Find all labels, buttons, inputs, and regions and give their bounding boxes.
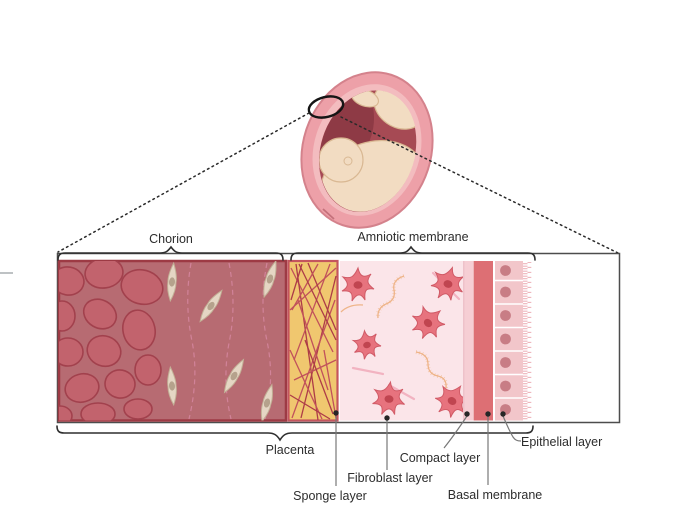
- epithelial-layer: [495, 261, 532, 421]
- amniotic-membrane-bracket: [290, 245, 536, 261]
- epithelial-layer-label: Epithelial layer: [521, 435, 602, 449]
- collagen-squiggles: [340, 274, 449, 389]
- compact-background: [463, 261, 473, 421]
- compact-leader: [443, 415, 468, 449]
- compact-layer-label: Compact layer: [400, 451, 481, 465]
- placenta-brace: [56, 425, 534, 442]
- fetus-head: [318, 137, 364, 183]
- magnifier-oval: [307, 95, 345, 119]
- dotted-connector-left: [57, 112, 310, 253]
- basal-membrane-label: Basal membrane: [448, 488, 543, 502]
- compact-layer: [463, 261, 473, 421]
- leader-lines: [335, 415, 522, 486]
- cervix-line: [322, 208, 335, 220]
- fibroblast-layer-label: Fibroblast layer: [347, 471, 432, 485]
- chorion-layer: [57, 259, 288, 422]
- uterus-inset-illustration: [300, 71, 434, 229]
- placenta-label: Placenta: [266, 443, 315, 457]
- sponge-crisscross-fibers: [289, 262, 337, 421]
- sponge-background: [287, 259, 339, 422]
- amniotic-membrane-label: Amniotic membrane: [357, 230, 468, 244]
- epithelial-cell-borders: [495, 279, 523, 399]
- microvilli-fringe-outer: [527, 262, 532, 420]
- basal-membrane-band: [473, 261, 493, 421]
- sponge-layer-label: Sponge layer: [293, 489, 367, 503]
- dotted-connector-right: [340, 116, 619, 254]
- epithelial-nuclei: [500, 265, 511, 415]
- epithelial-leader: [502, 415, 522, 442]
- fetus-ear: [343, 156, 353, 166]
- sponge-layer: [287, 259, 339, 422]
- chorion-bracket: [57, 245, 284, 261]
- chorion-label: Chorion: [149, 232, 193, 246]
- top-brackets: [57, 245, 536, 261]
- chorion-villi-blobs: [59, 261, 164, 421]
- leader-dots: [333, 410, 506, 421]
- fibroblast-layer: [340, 261, 463, 421]
- microvilli-fringe-inner: [523, 262, 528, 420]
